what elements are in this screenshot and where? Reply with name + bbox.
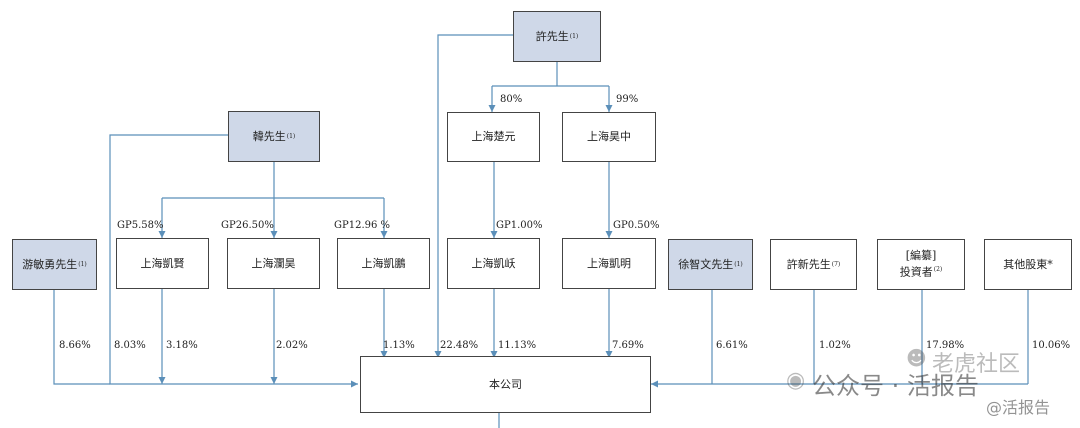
label-chuyuan-kaiyue: GP1.00%	[496, 220, 543, 231]
watermark-line1: 老虎社区	[932, 352, 1021, 377]
watermark-line2: 公众号 · 活报告	[812, 372, 979, 400]
node-shanghai-kaiming: 上海凱明	[562, 238, 656, 289]
node-shanghai-chuyuan-name: 上海楚元	[471, 130, 516, 143]
node-other-shareholders-name: 其他股東*	[1003, 257, 1053, 271]
node-mr-xu-name: 許先生	[535, 29, 569, 43]
node-shanghai-lanhao-name: 上海瀾昊	[251, 256, 296, 270]
node-shanghai-haozhong-name: 上海昊中	[587, 130, 631, 143]
label-xuzhiwen-pct: 6.61%	[716, 340, 748, 351]
label-xu-haozhong: 99%	[616, 94, 639, 105]
node-company: 本公司	[360, 356, 651, 413]
node-mr-you: 游敏勇先生(1)	[12, 239, 97, 290]
label-han-kaixian: GP5.58%	[117, 220, 164, 231]
node-shanghai-kaiming-name: 上海凱明	[587, 256, 631, 270]
node-shanghai-lanhao: 上海瀾昊	[227, 238, 320, 289]
label-han-kaipeng: GP12.96 %	[334, 220, 391, 231]
node-shanghai-kaiyue: 上海凱岆	[447, 238, 540, 289]
label-kaipeng-pct: 1.13%	[383, 340, 415, 351]
label-kaixian-pct: 3.18%	[166, 340, 198, 351]
node-mr-you-name: 游敏勇先生	[22, 257, 78, 271]
label-haozhong-kaiming: GP0.50%	[613, 220, 660, 231]
node-shanghai-chuyuan: 上海楚元	[447, 112, 540, 162]
label-others-pct: 10.06%	[1032, 340, 1071, 351]
node-mr-xu-xin-name: 許新先生	[786, 257, 831, 271]
node-shanghai-kaiyue-name: 上海凱岆	[471, 256, 516, 270]
label-kaiming-pct: 7.69%	[612, 340, 644, 351]
node-mr-xu-zhiwen: 徐智文先生(1)	[668, 239, 753, 290]
node-mr-han-note: (1)	[286, 132, 296, 140]
label-xu-chuyuan: 80%	[500, 94, 523, 105]
node-mr-han-name: 韓先生	[252, 129, 286, 143]
label-han-lanhao: GP26.50%	[221, 220, 274, 231]
node-investors-line1: [編纂]	[905, 249, 937, 263]
node-shanghai-kaixian-name: 上海凱賢	[140, 256, 185, 270]
label-you-pct: 8.66%	[59, 340, 91, 351]
node-mr-xu-note: (1)	[569, 32, 579, 40]
node-investors-line2: 投資者	[899, 265, 933, 279]
label-xu-pct: 22.48%	[440, 340, 479, 351]
watermark-wechat-icon: ◉	[786, 368, 806, 393]
node-mr-xu-xin-note: (7)	[831, 260, 841, 268]
node-mr-han: 韓先生(1)	[228, 111, 320, 162]
node-investors-note: (2)	[933, 266, 943, 274]
node-mr-xu: 許先生(1)	[513, 11, 601, 62]
node-mr-you-note: (1)	[78, 260, 87, 268]
label-kaiyue-pct: 11.13%	[498, 340, 537, 351]
node-company-name: 本公司	[489, 377, 522, 391]
label-xuxin-pct: 1.02%	[819, 340, 851, 351]
node-shanghai-kaixian: 上海凱賢	[116, 238, 209, 289]
watermark-tiger-icon: ☻	[906, 346, 927, 370]
node-shanghai-kaipeng-name: 上海凱鵬	[361, 256, 406, 270]
node-mr-xu-xin: 許新先生(7)	[770, 239, 857, 290]
node-other-shareholders: 其他股東*	[984, 239, 1072, 290]
node-mr-xu-zhiwen-name: 徐智文先生	[678, 257, 734, 271]
node-mr-xu-zhiwen-note: (1)	[734, 260, 743, 268]
watermark-line3: @活报告	[986, 398, 1051, 417]
node-investors-line2-wrap: 投資者(2)	[900, 263, 943, 280]
label-lanhao-pct: 2.02%	[276, 340, 308, 351]
label-han-pct: 8.03%	[114, 340, 146, 351]
label-investors-pct: 17.98%	[926, 340, 965, 351]
node-investors: [編纂] 投資者(2)	[877, 239, 965, 290]
node-shanghai-haozhong: 上海昊中	[562, 112, 656, 162]
node-shanghai-kaipeng: 上海凱鵬	[337, 238, 430, 289]
